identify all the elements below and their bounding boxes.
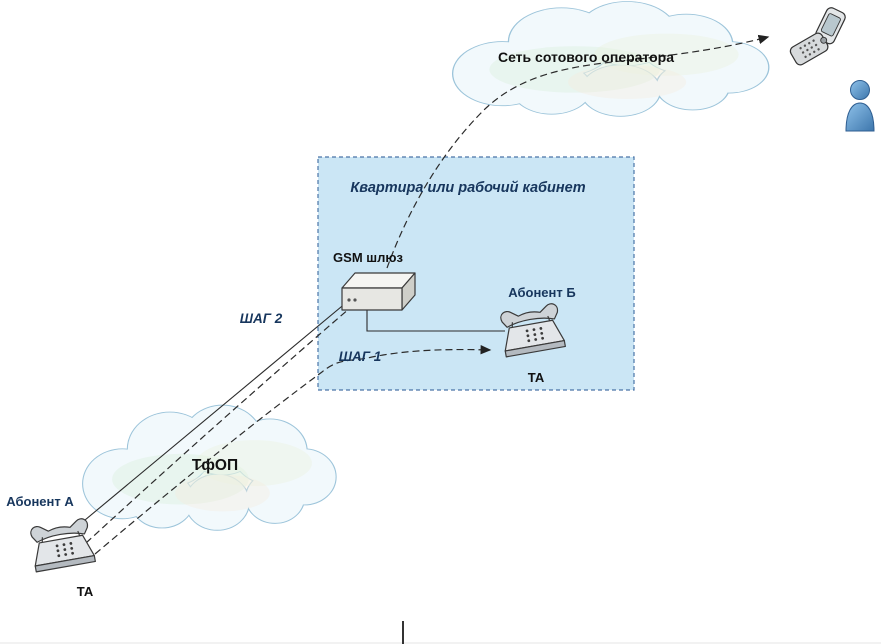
room-label: Квартира или рабочий кабинет	[350, 180, 585, 196]
line-step1-dashed-arrow	[94, 345, 492, 555]
stray-mark	[402, 621, 404, 644]
person-icon	[845, 80, 875, 132]
cellular-cloud-label: Сеть сотового оператора	[498, 49, 674, 65]
desk-phone-a-icon	[27, 516, 96, 573]
mobile-phone-icon	[783, 1, 856, 75]
subscriber-a-label: Абонент А	[6, 494, 74, 509]
line-a-to-gateway-solid	[72, 301, 348, 531]
line-step2-dashed	[85, 307, 351, 544]
pstn-cloud-label: ТфОП	[192, 457, 238, 474]
gsm-gateway-icon	[341, 272, 416, 311]
subscriber-b-phone-label: ТА	[528, 370, 545, 385]
line-gateway-to-b-solid	[366, 309, 505, 332]
step-2-label: ШАГ 2	[240, 311, 283, 326]
step-1-label: ШАГ 1	[339, 349, 382, 364]
subscriber-b-label: Абонент Б	[508, 285, 575, 300]
gateway-label: GSM шлюз	[333, 250, 403, 265]
subscriber-a-phone-label: ТА	[77, 584, 94, 599]
